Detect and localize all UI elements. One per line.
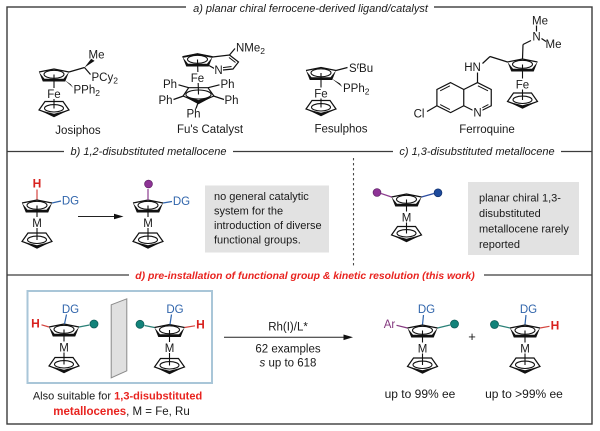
svg-text:PPh2: PPh2 — [343, 83, 370, 97]
svg-text:N: N — [532, 32, 540, 44]
svg-text:Ph: Ph — [163, 79, 177, 91]
svg-text:N: N — [473, 108, 481, 120]
svg-text:M: M — [165, 343, 175, 355]
svg-text:Ferroquine: Ferroquine — [459, 124, 515, 136]
svg-text:Josiphos: Josiphos — [55, 125, 101, 137]
svg-text:Fesulphos: Fesulphos — [314, 124, 367, 136]
svg-text:Fu's Catalyst: Fu's Catalyst — [177, 124, 244, 136]
svg-text:NMe2: NMe2 — [236, 43, 265, 57]
svg-text:Ph: Ph — [186, 109, 200, 121]
svg-text:StBu: StBu — [349, 61, 373, 76]
svg-text:DG: DG — [418, 304, 435, 316]
svg-text:up to >99% ee: up to >99% ee — [485, 387, 563, 401]
svg-text:c) 1,3-disubstituted metalloce: c) 1,3-disubstituted metallocene — [399, 146, 554, 158]
svg-text:disubstituted: disubstituted — [479, 208, 541, 220]
svg-text:Fe: Fe — [314, 89, 327, 101]
svg-text:DG: DG — [62, 196, 79, 208]
svg-text:up to 99% ee: up to 99% ee — [385, 387, 456, 401]
svg-text:M: M — [520, 344, 530, 356]
svg-text:a) planar chiral ferrocene-der: a) planar chiral ferrocene-derived ligan… — [193, 3, 429, 15]
svg-text:HN: HN — [464, 62, 481, 74]
svg-text:Ar: Ar — [384, 319, 396, 331]
svg-text:Me: Me — [532, 16, 548, 28]
svg-text:Also suitable for 1,3-disubsti: Also suitable for 1,3-disubstituted — [33, 391, 202, 403]
svg-text:Ph: Ph — [220, 79, 234, 91]
svg-text:Cl: Cl — [414, 109, 425, 121]
svg-text:PCy2: PCy2 — [92, 72, 119, 86]
svg-text:H: H — [33, 177, 42, 191]
svg-text:b) 1,2-disubstituted metalloce: b) 1,2-disubstituted metallocene — [71, 146, 227, 158]
svg-text:DG: DG — [166, 304, 183, 316]
svg-text:H: H — [551, 319, 560, 333]
svg-text:N: N — [214, 65, 222, 77]
svg-text:planar chiral 1,3-: planar chiral 1,3- — [479, 193, 561, 205]
svg-text:M: M — [59, 343, 69, 355]
svg-text:metallocenes, M = Fe, Ru: metallocenes, M = Fe, Ru — [53, 406, 189, 418]
svg-text:reported: reported — [479, 239, 520, 251]
svg-text:H: H — [196, 318, 205, 332]
svg-text:system for the: system for the — [214, 206, 283, 218]
svg-text:s up to 618: s up to 618 — [260, 358, 317, 370]
svg-text:62 examples: 62 examples — [255, 344, 320, 356]
svg-text:no general catalytic: no general catalytic — [214, 191, 309, 203]
svg-text:introduction of diverse: introduction of diverse — [214, 220, 322, 232]
svg-text:Fe: Fe — [191, 73, 204, 85]
svg-text:Ph: Ph — [224, 95, 238, 107]
svg-text:M: M — [418, 344, 428, 356]
svg-text:M: M — [402, 213, 412, 225]
svg-text:Rh(I)/L*: Rh(I)/L* — [268, 322, 308, 334]
svg-text:Fe: Fe — [47, 89, 60, 101]
svg-text:Me: Me — [89, 50, 105, 62]
svg-text:Fe: Fe — [516, 80, 529, 92]
svg-text:functional groups.: functional groups. — [214, 235, 301, 247]
svg-text:DG: DG — [173, 196, 190, 208]
svg-text:+: + — [468, 329, 476, 344]
svg-text:metallocene rarely: metallocene rarely — [479, 224, 569, 236]
svg-text:M: M — [143, 218, 153, 230]
svg-text:M: M — [32, 218, 42, 230]
svg-text:H: H — [31, 317, 40, 331]
svg-text:PPh2: PPh2 — [74, 85, 101, 99]
svg-text:Ph: Ph — [158, 95, 172, 107]
svg-text:Me: Me — [546, 39, 562, 51]
svg-text:DG: DG — [62, 304, 79, 316]
svg-text:DG: DG — [520, 304, 537, 316]
svg-text:d) pre-installation of functio: d) pre-installation of functional group … — [135, 271, 475, 282]
